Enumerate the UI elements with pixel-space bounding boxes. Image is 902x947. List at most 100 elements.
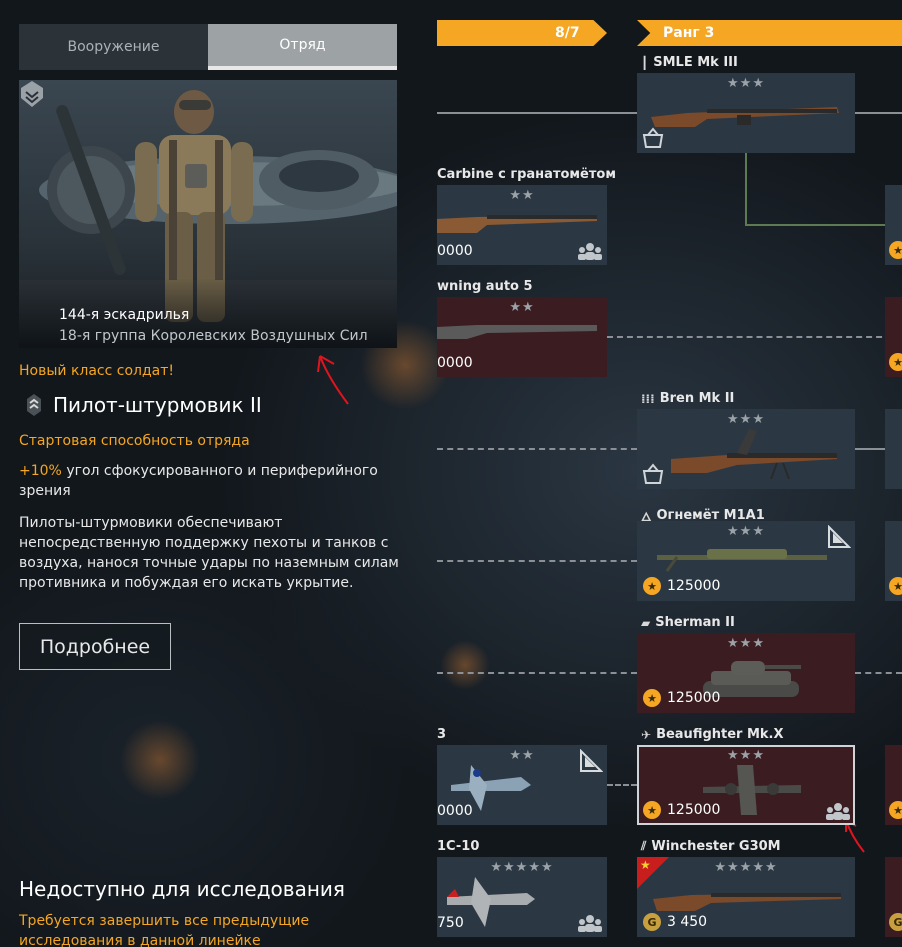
unavailable-title: Недоступно для исследования [19,877,345,901]
tree-connector [855,448,902,450]
card-stars: ★★★ [727,412,765,427]
card-stars: ★★★★★ [490,860,554,875]
ember-glow [440,640,490,690]
tree-connector-dashed [437,560,637,562]
card-stars: ★★ [509,300,535,315]
requirement-text: Требуется завершить все предыдущие иссле… [19,913,310,947]
research-card-carbine[interactable]: ★★ 0000 [437,185,607,265]
research-card-partial[interactable]: G [885,857,902,937]
research-card-partial[interactable]: ★ [885,185,902,265]
card-price: 0000 [437,803,473,819]
research-card-flamethrower[interactable]: ★★★ ★125000 [637,521,855,601]
squad-icon [826,803,850,820]
unlock-tier-icon [828,525,851,548]
class-description: Пилоты-штурмовики обеспечивают непосредс… [19,515,399,591]
flame-icon: 🜂 [641,510,652,524]
card-price: ★125000 [643,577,720,595]
card-label: 3 [437,727,447,742]
card-label: wning auto 5 [437,279,533,294]
plane-image [451,765,531,811]
premium-star-icon: ★ [640,858,651,872]
squadron-subtitle: 18-я группа Королевских Воздушных Сил [59,328,368,344]
card-label: 🜂Огнемёт M1A1 [641,503,765,528]
tab-weapons[interactable]: Вооружение [19,24,208,70]
card-stars: ★★ [509,188,535,203]
research-card-partial[interactable]: ★ [885,297,902,377]
research-card-plane-left[interactable]: ★★ 0000 [437,745,607,825]
squadron-title: 144-я эскадрилья [59,307,190,323]
tree-connector-green [745,224,885,226]
silver-coin-icon: ★ [643,689,661,707]
progress-label: 8/7 [555,25,580,41]
rank-banner: Ранг 3 [637,20,902,46]
silver-coin-icon: ★ [889,241,902,259]
annotation-arrow [317,355,349,405]
silver-coin-icon: ★ [643,577,661,595]
research-card-partial[interactable] [885,409,902,489]
new-class-notice: Новый класс солдат! [19,363,175,379]
card-label: 1C-10 [437,839,480,854]
shotgun-image [437,325,597,339]
card-stars: ★★ [509,748,535,763]
card-price: 0000 [437,243,473,259]
card-label: ⁞⁞⁞Bren Mk II [641,391,735,406]
squad-icon [578,915,602,932]
rifle-image [653,893,841,911]
card-label: ┃SMLE Mk III [641,55,738,70]
card-label: ⫽Winchester G30M [641,839,781,854]
research-card-beaufighter[interactable]: ★★★ ★125000 [637,745,855,825]
rifle-icon: ⫽ [641,839,647,853]
ember-glow [120,720,200,800]
research-card-bren[interactable]: ★★★ [637,409,855,489]
silver-coin-icon: ★ [889,801,902,819]
rifle-image [651,107,839,127]
tree-connector-green [745,153,747,225]
plane-icon: ✈ [641,727,652,742]
carbine-image [437,215,597,233]
machinegun-icon: ⁞⁞⁞ [641,391,655,406]
research-card-sherman[interactable]: ★★★ ★125000 [637,633,855,713]
research-card-browning[interactable]: ★★ 0000 [437,297,607,377]
hero-gradient [19,278,397,348]
card-stars: ★★★ [727,524,765,539]
tree-connector [855,112,902,114]
squadron-emblem-icon [21,81,43,107]
card-price: 0000 [437,355,473,371]
silver-coin-icon: ★ [889,577,902,595]
research-card-partial[interactable]: ★ [885,521,902,601]
beaufighter-image [703,765,801,815]
tree-connector-dashed [607,784,637,786]
tab-squad[interactable]: Отряд [208,24,397,70]
gold-coin-icon: G [889,913,902,931]
plane-image [447,877,535,927]
silver-coin-icon: ★ [643,801,661,819]
tree-connector [437,112,637,114]
card-label: Carbine с гранатомётом [437,167,616,182]
shop-basket-icon [642,463,664,484]
tree-connector-dashed [437,448,637,450]
silver-coin-icon: ★ [889,353,902,371]
tank-image [703,661,801,697]
flamethrower-image [657,549,827,572]
card-label: ▰Sherman II [641,615,735,630]
tank-icon: ▰ [641,615,651,630]
research-card-p51[interactable]: ★★★★★ 750 [437,857,607,937]
unlock-tier-icon [580,749,603,772]
research-card-smle[interactable]: ★★★ [637,73,855,153]
shop-basket-icon [642,127,664,148]
more-button[interactable]: Подробнее [19,623,171,670]
gold-coin-icon: G [643,913,661,931]
tree-connector-dashed [607,336,902,338]
card-stars: ★★★ [727,636,765,651]
bren-image [671,429,837,480]
card-price: ★125000 [643,689,720,707]
card-price: 750 [437,915,464,931]
ability-bonus: +10% угол сфокусированного и периферийно… [19,461,389,501]
rifle-icon: ┃ [641,55,649,70]
card-label: ✈Beaufighter Mk.X [641,727,784,742]
premium-badge [637,857,669,889]
research-card-partial[interactable]: ★ [885,745,902,825]
card-price: ★125000 [643,801,720,819]
